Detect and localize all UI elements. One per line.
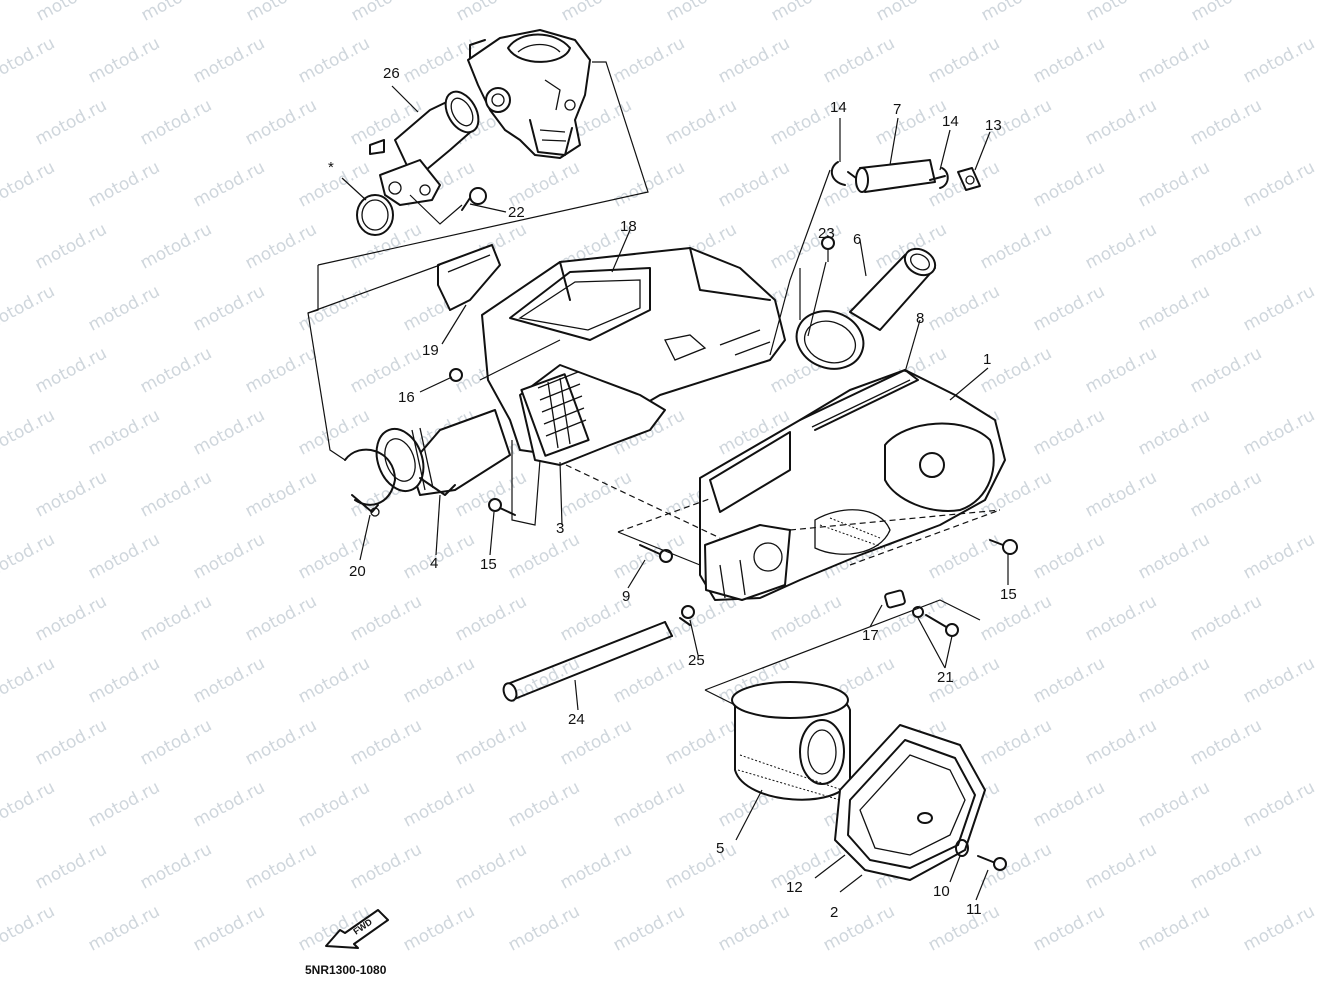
callout-13: 13 [985,117,1002,134]
callout-2: 2 [830,904,839,921]
fwd-arrow-icon [325,909,389,949]
clamp-20 [344,448,396,517]
callout-7: 7 [893,101,902,118]
callout-22: 22 [508,204,525,221]
hose-7 [830,159,981,193]
callout-10: 10 [933,883,950,900]
carburetor [467,29,591,159]
screw-11 [977,855,1007,871]
callout-21: 21 [937,669,954,686]
washer-10 [955,839,969,857]
callout-15-left: 15 [480,556,497,573]
clip-25 [679,605,695,626]
bolt-15-left [488,498,516,516]
callout-4: 4 [430,555,439,572]
callout-11: 11 [966,901,982,918]
callout-20: 20 [349,563,366,580]
callout-5: 5 [716,840,725,857]
callout-3: 3 [556,520,565,537]
callout-16: 16 [398,389,415,406]
callout-26: 26 [383,65,400,82]
duct-6 [795,247,937,370]
intake-joint [369,90,480,206]
screw-16 [449,368,463,382]
callout-25: 25 [688,652,705,669]
callout-19: 19 [422,342,439,359]
callout-17: 17 [862,627,879,644]
hose-24 [502,621,673,702]
bolt-22 [461,187,487,211]
diagram-code: 5NR1300-1080 [305,963,387,977]
callout-24: 24 [568,711,585,728]
callout-18: 18 [620,218,637,235]
o-ring [356,194,394,236]
element-5 [731,681,851,801]
element-19 [437,244,501,311]
cap-2 [834,724,986,881]
screw-21 [912,606,959,637]
callout-14b: 14 [942,113,959,130]
callout-15-right: 15 [1000,586,1017,603]
callout-1: 1 [983,351,992,368]
bolt-15-right [989,539,1018,555]
callout-9: 9 [622,588,631,605]
callout-star: * [328,159,334,176]
joint-4 [375,409,511,496]
main-case [699,369,1006,601]
callout-12: 12 [786,879,803,896]
callout-6: 6 [853,231,862,248]
air-box-case [481,247,786,466]
callout-23: 23 [818,225,835,242]
plug-17 [884,589,906,609]
callout-14a: 14 [830,99,847,116]
callout-8: 8 [916,310,925,327]
leader-lines [307,85,1009,901]
